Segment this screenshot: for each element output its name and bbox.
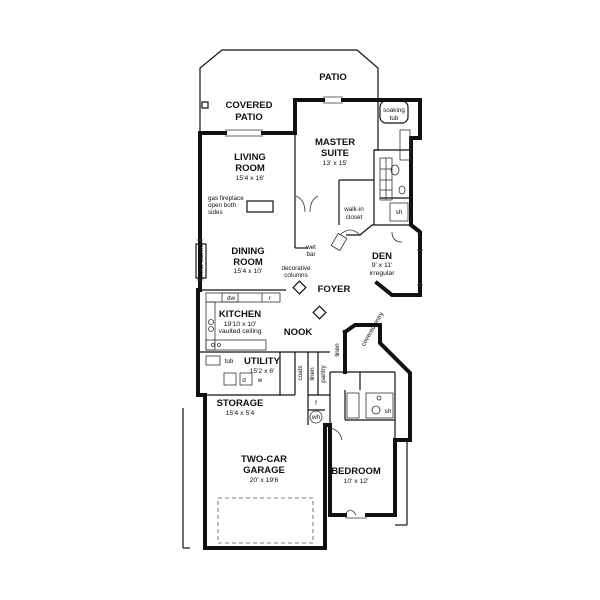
living-room-label-1: LIVING (234, 152, 266, 163)
sh-label-master: sh (396, 209, 403, 216)
soaking-tub-note-2: tub (390, 115, 399, 122)
utility-dim: 15'2 x 6' (250, 368, 275, 375)
wet-bar-note-2: bar (306, 251, 315, 258)
master-bath-fixtures (379, 129, 411, 222)
d-label: d (242, 377, 246, 384)
covered-patio-label-2: PATIO (235, 112, 263, 123)
sh-label-bedroom: sh (385, 408, 392, 415)
decorative-columns-note-2: columns (284, 272, 307, 279)
gas-fireplace-note-1: gas fireplace (208, 195, 244, 202)
doors-windows (197, 96, 423, 519)
soaking-tub (379, 100, 409, 124)
master-suite-label-2: SUITE (321, 148, 349, 159)
covered-patio-label-1: COVERED (226, 100, 273, 111)
storage-dim: 15'4 x 5'4 (226, 410, 255, 417)
coats-label: coats (297, 365, 304, 380)
garage-dim: 20' x 19'6 (250, 477, 279, 484)
china-cabinet-note: china cabinet (198, 242, 205, 279)
r-label: r (269, 295, 271, 302)
dining-room-dim: 15'4 x 10' (234, 268, 263, 275)
wet-bar-note-1: wet (305, 244, 316, 251)
soaking-tub-note-1: soaking (383, 107, 405, 114)
bedroom-bath (346, 392, 394, 419)
kitchen-dim-2: vaulted ceiling (218, 328, 261, 335)
dining-room-label-2: ROOM (233, 257, 263, 268)
den-label: DEN (372, 251, 392, 262)
master-suite-dim: 13' x 15' (323, 160, 348, 167)
patio-post (201, 101, 209, 109)
wh-label: wh (311, 414, 321, 421)
living-room-dim: 15'4 x 16' (236, 175, 265, 182)
linen-label-hall: linen (309, 367, 316, 381)
storage-label: STORAGE (217, 398, 264, 409)
interior-walls (198, 98, 411, 440)
patio-label: PATIO (319, 72, 347, 83)
utility-label: UTILITY (244, 356, 281, 367)
f-label: f (315, 400, 317, 407)
patio-outline (199, 49, 379, 133)
w-label: w (257, 377, 263, 384)
gas-fireplace-note-2: open both (208, 202, 237, 209)
property-lines (182, 408, 408, 549)
bedroom-label: BEDROOM (331, 466, 381, 477)
gas-fireplace-note-3: sides (208, 209, 223, 216)
column-nook (312, 305, 327, 320)
china-cabinet-box (195, 243, 207, 279)
dw-label: dw (227, 295, 236, 302)
bedroom-dim: 10' x 12' (344, 478, 369, 485)
garage-door (217, 497, 314, 544)
garage-label-1: TWO-CAR (241, 454, 287, 465)
walk-in-closet-note-1: walk-in (343, 206, 364, 213)
fireplace (246, 200, 274, 213)
column-foyer (292, 280, 307, 295)
wet-bar (330, 232, 348, 252)
den-dim-1: 9' x 11' (372, 262, 393, 269)
linen-label-bedroom: linen (334, 343, 341, 357)
kitchen-dim-1: 19'10 x 10' (224, 321, 256, 328)
decorative-columns-note-1: decorative (281, 265, 311, 272)
utility-fixtures (205, 355, 253, 386)
foyer-label: FOYER (318, 284, 351, 295)
kitchen-counters (205, 292, 281, 351)
pantry-label: pantry (320, 364, 327, 382)
garage-label-2: GARAGE (243, 465, 285, 476)
master-suite-label-1: MASTER (315, 137, 355, 148)
living-room-label-2: ROOM (235, 163, 265, 174)
kitchen-label: KITCHEN (219, 309, 261, 320)
water-heater (309, 410, 323, 424)
tub-label: tub (225, 358, 234, 365)
walk-in-closet-note-2: closet (346, 214, 363, 221)
dining-room-label-1: DINING (231, 246, 264, 257)
nook-label: NOOK (284, 327, 313, 338)
den-dim-2: irregular (370, 270, 396, 277)
